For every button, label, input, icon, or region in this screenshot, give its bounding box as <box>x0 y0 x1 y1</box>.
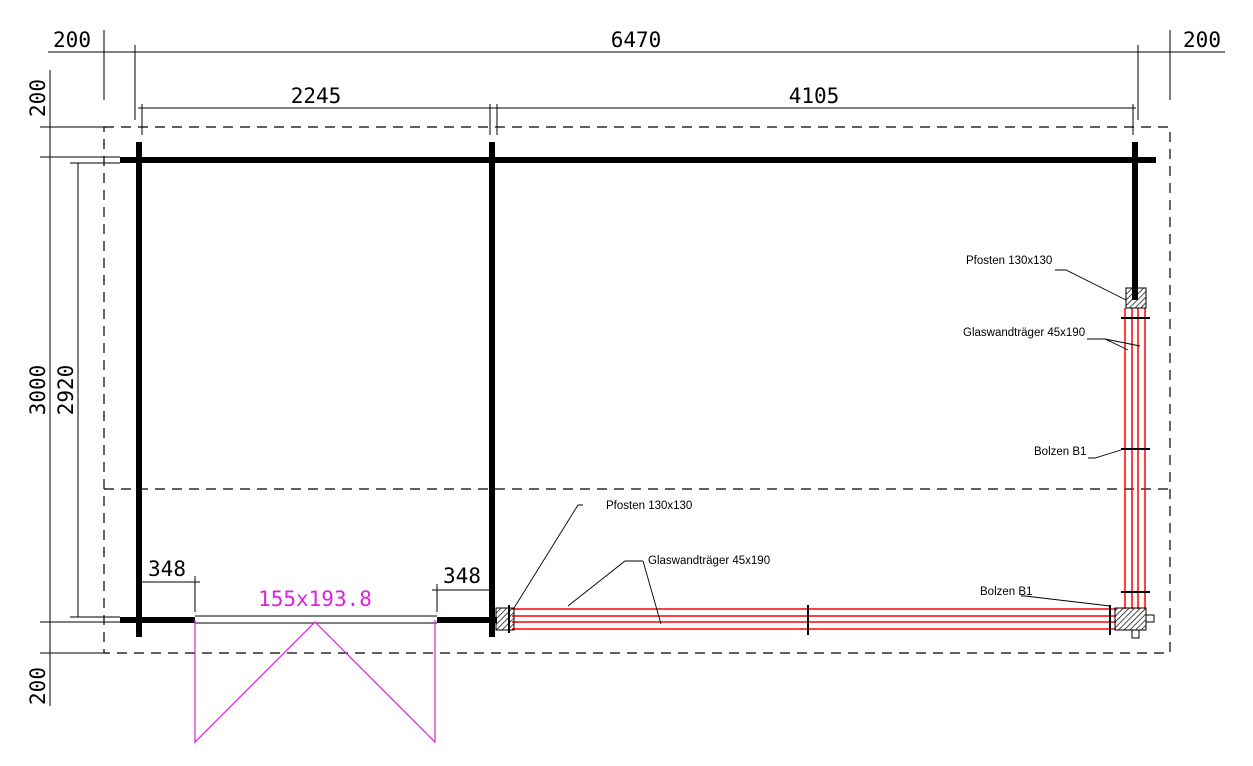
glass-wall-beam-right <box>1124 308 1146 609</box>
label-beam-bottom: Glaswandträger 45x190 <box>648 555 770 567</box>
door-size-label: 155x193.8 <box>258 587 372 611</box>
label-bolt-corner: Bolzen B1 <box>980 586 1032 598</box>
label-beam-right: Glaswandträger 45x190 <box>963 327 1085 339</box>
dim-top-left-margin: 200 <box>53 28 91 52</box>
dim-left-room: 2245 <box>291 84 342 108</box>
leader-lines <box>513 269 1141 625</box>
dim-right-room: 4105 <box>789 84 840 108</box>
dim-left-bottom-margin: 200 <box>26 667 50 705</box>
dim-left-top-margin: 200 <box>26 79 50 117</box>
post-bottom-left <box>495 607 515 631</box>
dim-door-offset-left: 348 <box>148 557 186 581</box>
glass-wall-beam-bottom <box>512 608 1116 630</box>
corner-plate-2 <box>1131 629 1140 639</box>
dimension-lines <box>40 30 1225 706</box>
door-opening-lines <box>195 615 437 624</box>
dim-total-depth: 3000 <box>26 365 50 416</box>
door-swing <box>194 620 436 744</box>
label-bolt-right: Bolzen B1 <box>1034 446 1086 458</box>
dim-inner-depth: 2920 <box>54 365 78 416</box>
label-post-right: Pfosten 130x130 <box>966 255 1052 267</box>
label-post-bottom: Pfosten 130x130 <box>606 500 692 512</box>
bolts <box>508 317 1150 635</box>
dim-top-right-margin: 200 <box>1183 28 1221 52</box>
post-right-top <box>1125 287 1147 309</box>
roof-overhang-outline <box>103 126 1171 654</box>
dim-total-length: 6470 <box>611 28 662 52</box>
corner-plate <box>1145 614 1155 623</box>
post-corner <box>1114 607 1147 631</box>
dim-door-offset-right: 348 <box>443 564 481 588</box>
walls <box>120 142 1156 637</box>
